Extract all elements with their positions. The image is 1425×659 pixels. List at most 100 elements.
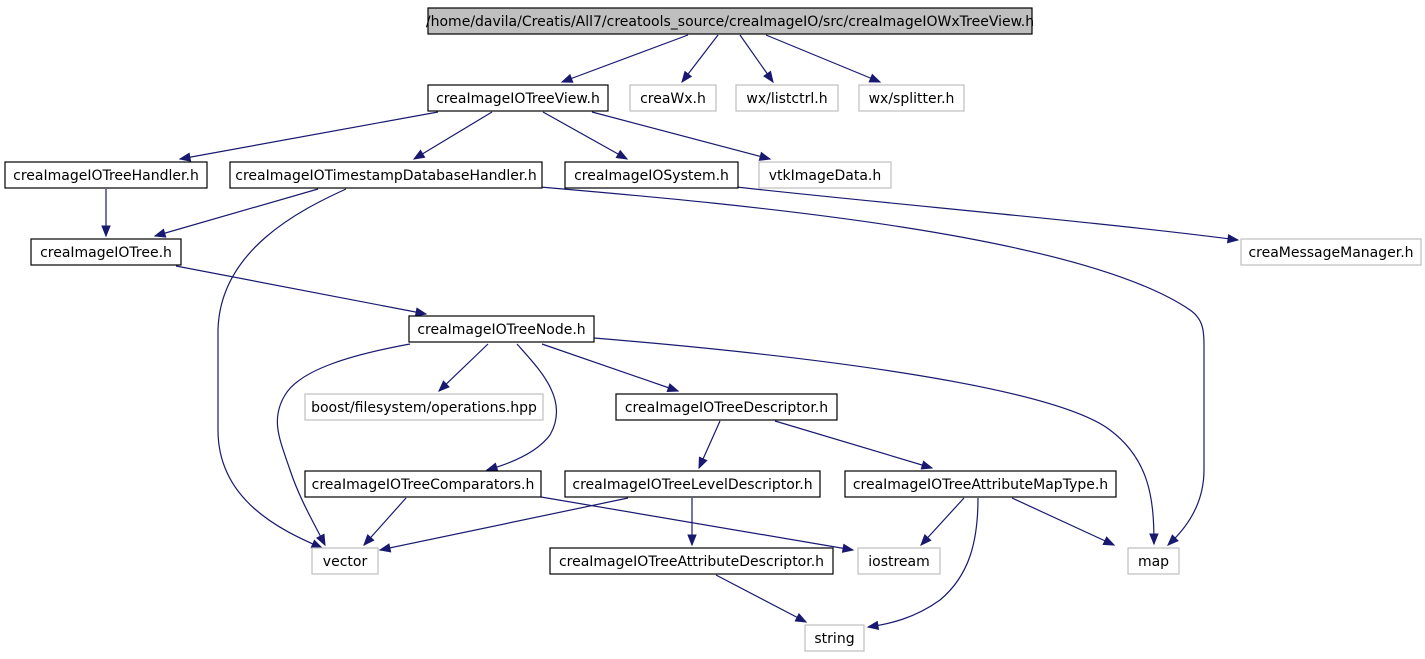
node-label: vector xyxy=(323,554,368,570)
node-attrmaptype[interactable]: creaImageIOTreeAttributeMapType.h xyxy=(844,470,1117,498)
node-box xyxy=(549,547,834,575)
node-timestampdb[interactable]: creaImageIOTimestampDatabaseHandler.h xyxy=(229,161,543,189)
node-box xyxy=(735,84,839,112)
edge-arrowhead xyxy=(412,149,426,160)
edge-treenode-to-treedescriptor xyxy=(541,343,680,393)
edge-arrowhead xyxy=(414,307,428,317)
node-listctrl[interactable]: wx/listctrl.h xyxy=(735,84,839,112)
edge-arrowhead xyxy=(378,543,392,553)
node-creawx[interactable]: creaWx.h xyxy=(629,84,717,112)
node-box xyxy=(30,238,182,266)
node-treehandler[interactable]: creaImageIOTreeHandler.h xyxy=(4,161,208,189)
edge-treeview-to-vtkimagedata xyxy=(591,111,772,161)
edge-line xyxy=(217,188,347,549)
node-iostream[interactable]: iostream xyxy=(857,547,941,575)
edge-line xyxy=(867,497,979,628)
edge-arrowhead xyxy=(1149,533,1159,546)
node-vtkimagedata[interactable]: vtkImageData.h xyxy=(758,161,892,189)
node-label: map xyxy=(1138,554,1169,570)
edge-line xyxy=(542,111,628,160)
node-treenode[interactable]: creaImageIOTreeNode.h xyxy=(408,315,595,343)
edge-arrowhead xyxy=(485,462,499,472)
node-box xyxy=(844,470,1117,498)
node-box xyxy=(804,624,865,652)
edge-line xyxy=(379,497,629,551)
edge-arrowhead xyxy=(438,380,450,392)
edge-line xyxy=(774,420,933,469)
edge-treenode-to-boostfs xyxy=(438,343,489,392)
node-tree[interactable]: creaImageIOTree.h xyxy=(30,238,182,266)
node-label: creaImageIOTreeAttributeDescriptor.h xyxy=(559,554,824,570)
edge-wxtreeview-to-creawx xyxy=(681,34,719,84)
edge-treeview-to-treehandler xyxy=(178,111,439,162)
node-string[interactable]: string xyxy=(804,624,865,652)
edge-line xyxy=(154,188,319,237)
edge-attrmaptype-to-iostream xyxy=(920,497,965,546)
node-label: vtkImageData.h xyxy=(769,168,881,184)
node-label: creaImageIOTreeAttributeMapType.h xyxy=(853,477,1108,493)
node-label: creaImageIOSystem.h xyxy=(574,168,729,184)
node-comparators[interactable]: creaImageIOTreeComparators.h xyxy=(304,470,542,498)
node-label: creaImageIOTreeNode.h xyxy=(417,322,585,338)
node-map[interactable]: map xyxy=(1127,547,1180,575)
edge-arrowhead xyxy=(1102,536,1116,546)
node-box xyxy=(4,161,208,189)
edge-line xyxy=(765,34,881,83)
node-system[interactable]: creaImageIOSystem.h xyxy=(564,161,739,189)
node-boostfs[interactable]: boost/filesystem/operations.hpp xyxy=(304,393,544,421)
edge-arrowhead xyxy=(1226,233,1240,244)
node-treedescriptor[interactable]: creaImageIOTreeDescriptor.h xyxy=(615,393,838,421)
node-box xyxy=(615,393,838,421)
node-box xyxy=(304,470,542,498)
node-wxtreeview[interactable]: /home/davila/Creatis/All7/creatools_sour… xyxy=(426,7,1034,35)
edge-timestampdb-to-vector xyxy=(217,188,347,549)
edge-attrmaptype-to-map xyxy=(1011,497,1116,546)
node-label: creaWx.h xyxy=(640,91,706,107)
edge-arrowhead xyxy=(615,149,629,160)
edge-line xyxy=(920,497,965,546)
edge-line xyxy=(539,186,1205,546)
edge-attrmaptype-to-string xyxy=(866,497,979,631)
node-box xyxy=(629,84,717,112)
edge-timestampdb-to-tree xyxy=(153,188,319,238)
edge-line xyxy=(179,111,439,160)
node-box xyxy=(1127,547,1180,575)
edge-line xyxy=(486,343,557,471)
node-label: creaImageIOTree.h xyxy=(40,245,172,261)
node-leveldescriptor[interactable]: creaImageIOTreeLevelDescriptor.h xyxy=(564,470,821,498)
node-box xyxy=(427,84,609,112)
node-attrdescriptor[interactable]: creaImageIOTreeAttributeDescriptor.h xyxy=(549,547,834,575)
node-label: creaImageIOTimestampDatabaseHandler.h xyxy=(235,168,536,184)
edge-comparators-to-vector xyxy=(363,497,407,547)
edge-wxtreeview-to-treeview xyxy=(560,34,689,83)
node-box xyxy=(1240,238,1422,266)
node-label: creaImageIOTreeComparators.h xyxy=(312,477,535,493)
edges-layer xyxy=(101,34,1240,631)
node-box xyxy=(857,547,941,575)
edge-treedescriptor-to-leveldescriptor xyxy=(698,420,721,470)
edge-treenode-to-vector xyxy=(276,343,411,547)
edge-system-to-messagemanager xyxy=(735,186,1240,244)
edge-arrowhead xyxy=(363,534,375,547)
edge-arrowhead xyxy=(794,612,808,623)
edge-treenode-to-map xyxy=(593,337,1159,546)
edge-line xyxy=(593,337,1155,545)
node-box xyxy=(304,393,544,421)
edge-line xyxy=(438,343,489,392)
edge-line xyxy=(715,574,807,623)
node-vector[interactable]: vector xyxy=(311,547,379,575)
edge-leveldescriptor-to-attrdescriptor xyxy=(687,498,697,547)
edge-line xyxy=(561,34,689,83)
edge-arrowhead xyxy=(178,152,192,162)
edge-arrowhead xyxy=(687,534,697,547)
node-treeview[interactable]: creaImageIOTreeView.h xyxy=(427,84,609,112)
edge-line xyxy=(541,343,679,392)
edge-wxtreeview-to-listctrl xyxy=(739,34,774,84)
node-box xyxy=(858,84,965,112)
edge-comparators-to-iostream xyxy=(540,496,855,553)
node-messagemanager[interactable]: creaMessageManager.h xyxy=(1240,238,1422,266)
node-box xyxy=(564,161,739,189)
edge-line xyxy=(363,497,407,546)
node-splitter[interactable]: wx/splitter.h xyxy=(858,84,965,112)
